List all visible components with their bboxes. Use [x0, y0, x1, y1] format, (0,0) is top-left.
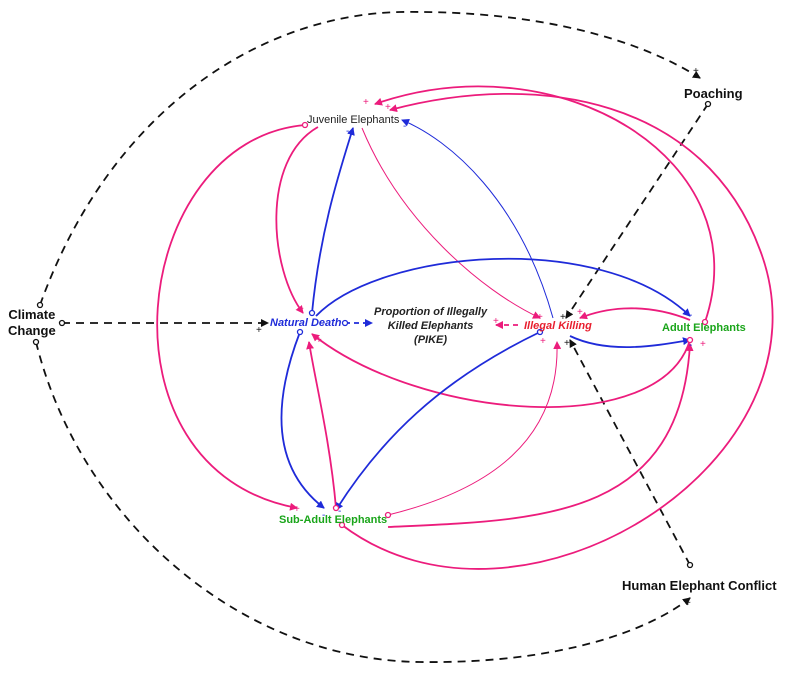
link-natural-death-to-juvenile [311, 127, 355, 314]
node-climate-change: Climate Change [8, 307, 56, 339]
link-adult-to-illegal-killing [579, 307, 691, 321]
link-poaching-to-illegal-killing [565, 103, 709, 319]
node-climate-change-line2: Change [8, 323, 56, 338]
polarity-sign: - [346, 126, 349, 137]
polarity-sign: + [577, 307, 583, 318]
external-links [35, 11, 709, 663]
link-juvenile-to-subadult-outer [156, 124, 306, 511]
link-illegal-killing-to-juvenile [401, 119, 554, 319]
polarity-sign: - [689, 310, 692, 321]
polarity-sign: - [403, 121, 406, 132]
link-illegal-killing-to-adult [569, 335, 691, 349]
node-pike: Proportion of Illegally Killed Elephants… [374, 305, 487, 347]
polarity-sign: + [316, 335, 322, 346]
polarity-sign: + [693, 66, 699, 77]
polarity-sign: + [564, 338, 570, 349]
node-sub-adult-elephants: Sub-Adult Elephants [279, 514, 388, 526]
node-pike-line3: (PIKE) [414, 334, 448, 346]
polarity-sign: + [493, 316, 499, 327]
link-adult-to-juvenile-outer [374, 85, 716, 323]
link-juvenile-to-natural-death [275, 126, 319, 314]
blue-links [280, 127, 691, 511]
polarity-signs: + + + + + + + + + + + + + + + - - - - - … [256, 66, 706, 609]
thin-blue-links [401, 119, 554, 319]
node-juvenile-elephants: Juvenile Elephants [307, 114, 400, 126]
link-climate-to-hec [35, 341, 691, 663]
link-hec-to-illegal-killing [569, 339, 691, 566]
link-illegal-killing-to-subadult [335, 331, 541, 511]
node-human-elephant-conflict: Human Elephant Conflict [622, 578, 777, 593]
thin-pink-links [361, 127, 562, 516]
node-poaching: Poaching [684, 86, 743, 101]
polarity-sign: + [294, 504, 300, 515]
polarity-sign: - [338, 506, 341, 517]
polarity-sign: + [560, 312, 566, 323]
link-subadult-to-juvenile [341, 93, 774, 570]
link-origin-dots [32, 100, 712, 569]
polarity-sign: + [685, 598, 691, 609]
link-juvenile-to-illegal-killing [361, 127, 541, 319]
polarity-sign: - [322, 510, 325, 521]
link-adult-to-natural-death [311, 333, 691, 408]
polarity-sign: + [700, 339, 706, 350]
link-natural-death-to-adult [315, 257, 691, 317]
polarity-sign: + [256, 325, 262, 336]
node-natural-death: Natural Death [270, 317, 342, 329]
polarity-sign: + [363, 97, 369, 108]
link-climate-to-poaching [39, 11, 701, 306]
node-climate-change-line1: Climate [8, 307, 56, 322]
node-illegal-killing: Illegal Killing [524, 320, 592, 332]
node-pike-line1: Proportion of Illegally [374, 306, 488, 318]
polarity-sign: + [537, 312, 543, 323]
polarity-sign: + [298, 304, 304, 315]
pink-links [156, 85, 774, 570]
link-natural-death-to-subadult [280, 331, 325, 509]
link-subadult-to-natural-death [306, 341, 337, 509]
polarity-sign: - [689, 340, 692, 351]
polarity-sign: + [540, 336, 546, 347]
node-pike-line2: Killed Elephants [387, 320, 474, 332]
link-subadult-to-adult [387, 343, 694, 528]
node-adult-elephants: Adult Elephants [662, 322, 746, 334]
polarity-sign: + [385, 102, 391, 113]
link-subadult-to-illegal-killing [387, 341, 562, 516]
